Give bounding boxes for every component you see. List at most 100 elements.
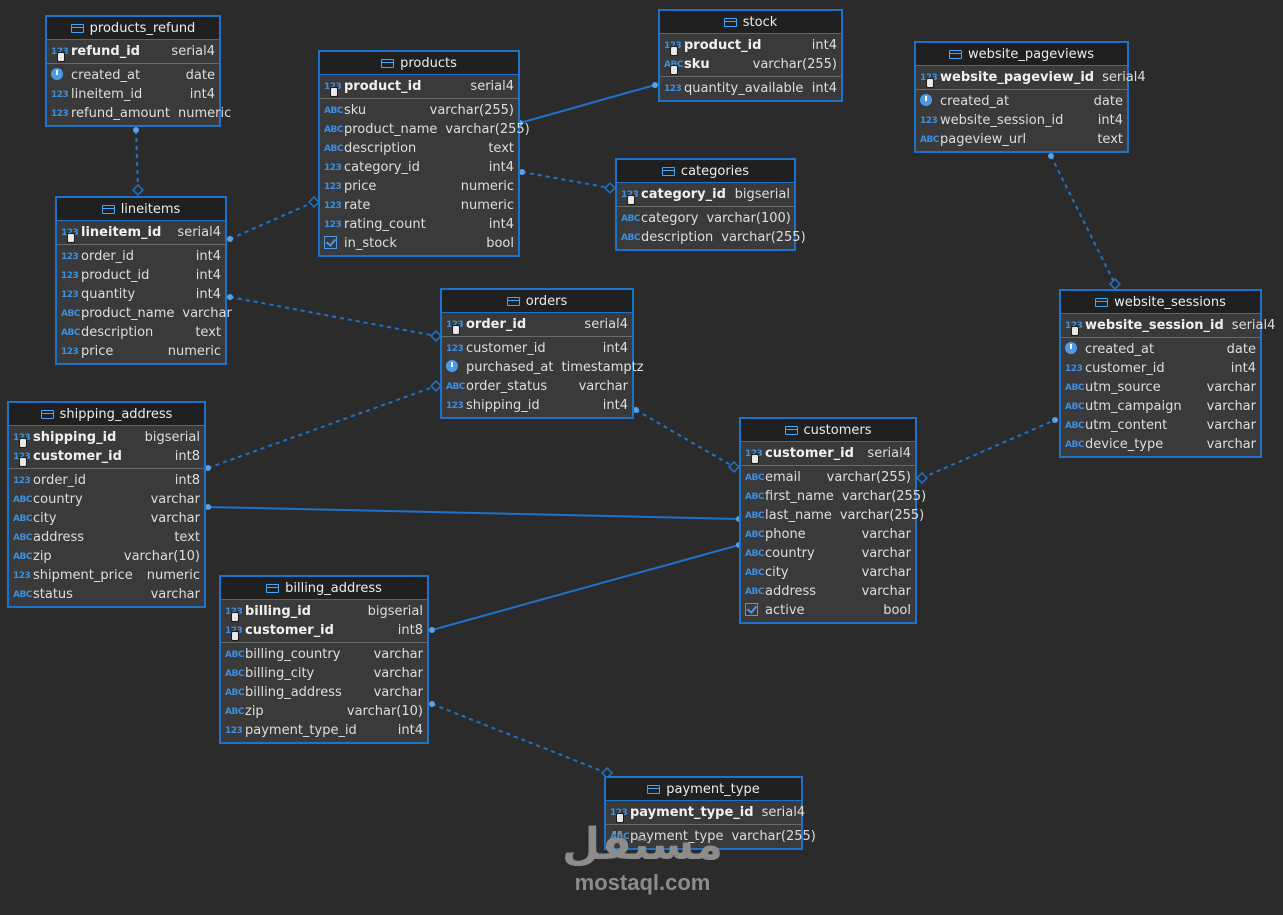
- table-header[interactable]: products_refund: [47, 17, 219, 40]
- table-header[interactable]: orders: [442, 290, 632, 313]
- table-header[interactable]: website_pageviews: [916, 43, 1127, 66]
- table-products[interactable]: products123product_idserial4ABCskuvarcha…: [318, 50, 530, 257]
- number-type-icon: 123: [51, 108, 69, 119]
- table-stock[interactable]: stock123product_idint4ABCskuvarchar(255)…: [658, 9, 843, 102]
- table-header[interactable]: stock: [660, 11, 841, 34]
- column-name: description: [641, 230, 714, 245]
- column-type: serial4: [1102, 70, 1146, 85]
- table-header[interactable]: categories: [617, 160, 794, 183]
- key-icon: [19, 456, 27, 467]
- relationship-dot-marker: [1052, 417, 1058, 423]
- table-categories[interactable]: categories123category_idbigserialABCcate…: [615, 158, 806, 251]
- column-name: description: [81, 325, 154, 340]
- table-header[interactable]: shipping_address: [9, 403, 204, 426]
- table-billing_address[interactable]: billing_address123billing_idbigserial123…: [219, 575, 429, 744]
- table-customers[interactable]: customers123customer_idserial4ABCemailva…: [739, 417, 926, 624]
- table-header[interactable]: products: [320, 52, 518, 75]
- column-name: refund_id: [71, 44, 140, 59]
- table-products_refund[interactable]: products_refund123refund_idserial4create…: [45, 15, 231, 127]
- table-header[interactable]: lineitems: [57, 198, 225, 221]
- table-website_sessions[interactable]: website_sessions123website_session_idser…: [1059, 289, 1275, 458]
- table-website_pageviews[interactable]: website_pageviews123website_pageview_ids…: [914, 41, 1146, 153]
- table-header[interactable]: payment_type: [606, 778, 801, 801]
- table-payment_type[interactable]: payment_type123payment_type_idserial4ABC…: [604, 776, 816, 850]
- table-header[interactable]: website_sessions: [1061, 291, 1260, 314]
- table-header[interactable]: billing_address: [221, 577, 427, 600]
- table-shipping_address[interactable]: shipping_address123shipping_idbigserial1…: [7, 401, 206, 608]
- table-header[interactable]: customers: [741, 419, 915, 442]
